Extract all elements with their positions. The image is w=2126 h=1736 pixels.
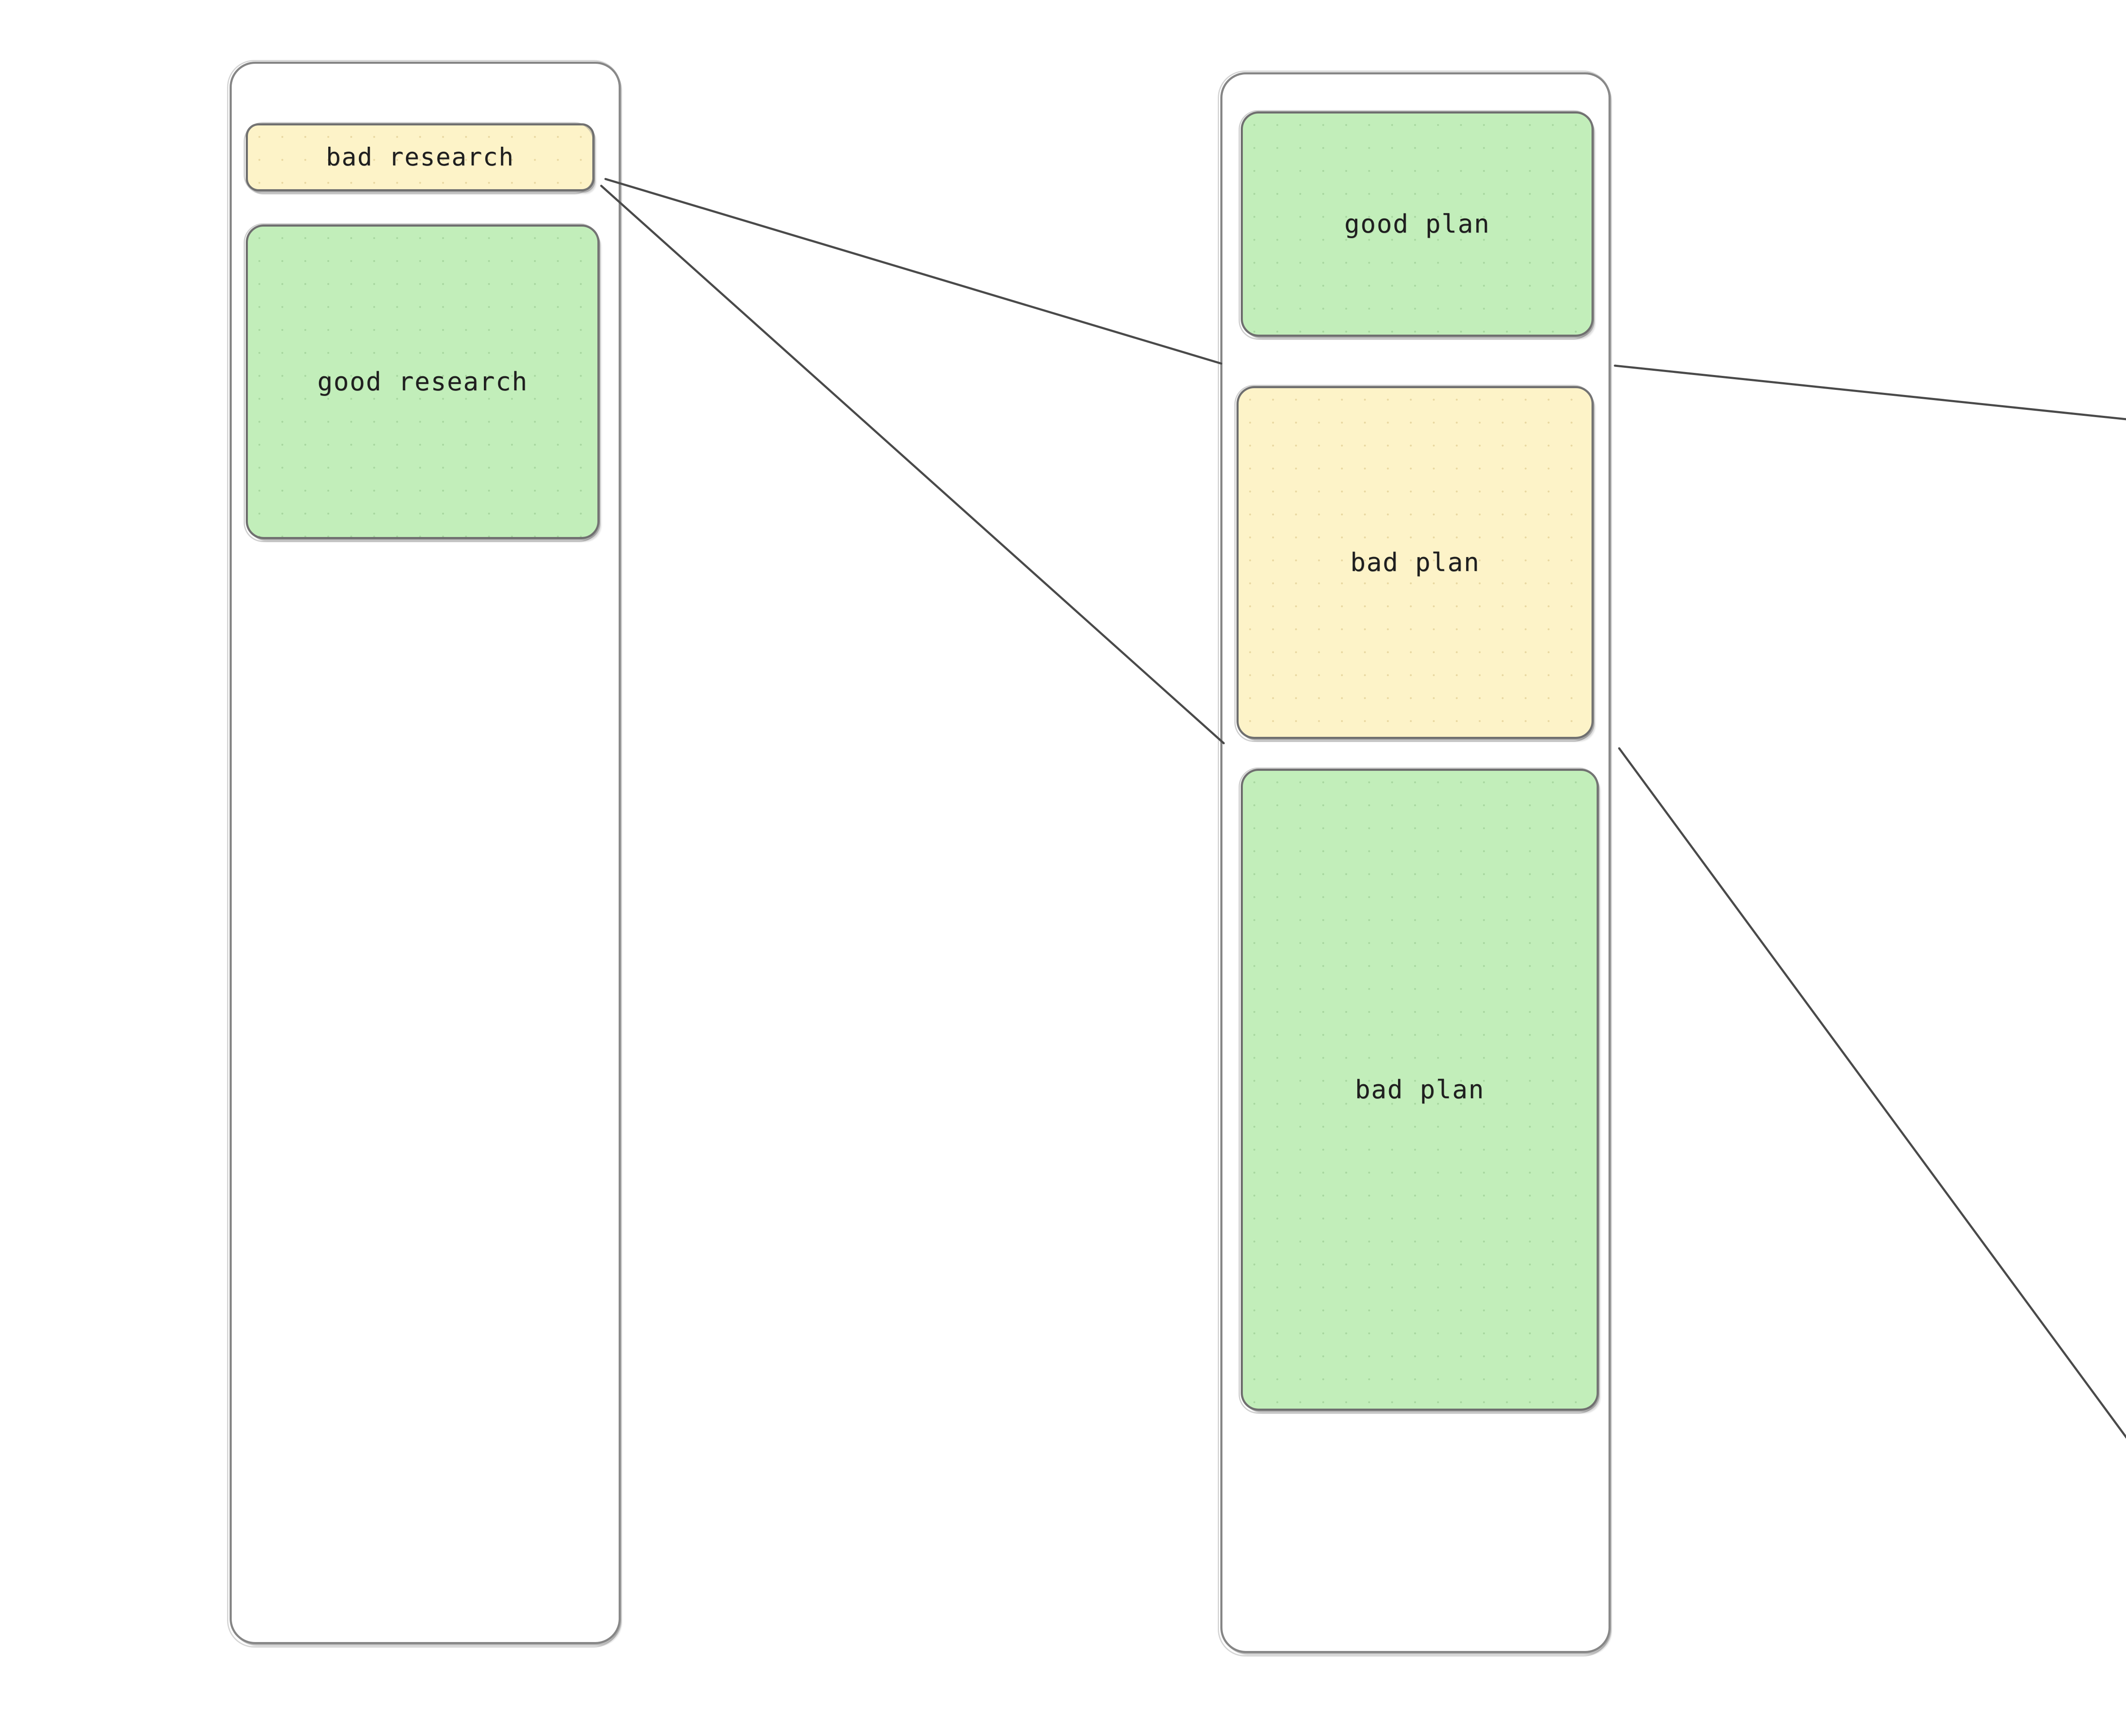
card-good-research[interactable]: good research (244, 223, 600, 542)
card-label: bad plan (1350, 548, 1480, 577)
connector-bad-research-to-lower-bad-plan (600, 185, 1225, 744)
card-label: good research (317, 367, 528, 397)
card-bad-research[interactable]: bad research (244, 122, 594, 194)
card-bad-plan-lower[interactable]: bad plan (1239, 767, 1599, 1414)
connector-bad-plan-to-bad-code (1614, 364, 2126, 421)
card-label: bad research (326, 142, 514, 172)
connector-lower-bad-plan-to-good-code (1618, 747, 2126, 1439)
card-bad-plan[interactable]: bad plan (1234, 385, 1594, 742)
card-label: bad plan (1355, 1075, 1485, 1105)
card-label: good plan (1344, 209, 1490, 239)
connector-bad-research-to-bad-plan (604, 178, 1222, 365)
card-good-plan[interactable]: good plan (1239, 110, 1594, 340)
